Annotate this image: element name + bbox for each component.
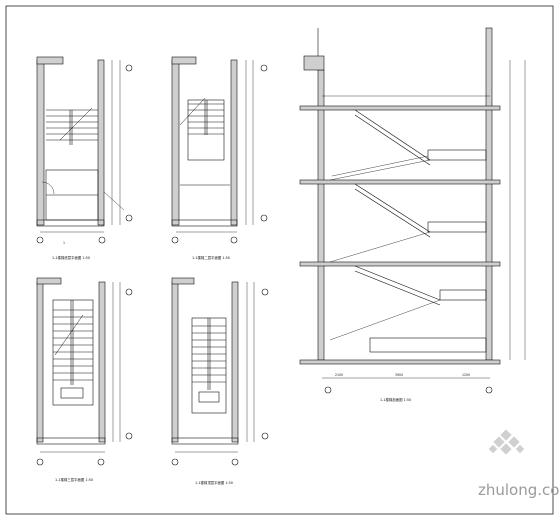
plan-view-4 [171,277,269,466]
section-mark-1-1: 1 [63,241,65,245]
section-title: 1-1楼梯剖面图 1:50 [380,397,411,402]
plan-2-title: 1-1楼梯二层平面图 1:50 [192,255,230,260]
plan-view-2 [171,56,268,244]
plan-4-title: 1-1楼梯顶层平面图 1:50 [195,480,233,485]
section-view [299,27,526,394]
watermark-text: zhulong.com [478,481,560,499]
plan-1-title: 1-1楼梯底层平面图 1:50 [52,255,90,260]
section-dim-3: 1200 [462,373,470,377]
plan-3-title: 1-1楼梯三层平面图 1:50 [55,477,93,482]
section-dim-1: 2100 [335,373,343,377]
sheet-border [5,5,554,515]
watermark-logo [488,429,525,455]
section-dim-2: 3900 [395,373,403,377]
plan-view-3 [36,277,133,466]
plan-view-1 [36,56,133,244]
